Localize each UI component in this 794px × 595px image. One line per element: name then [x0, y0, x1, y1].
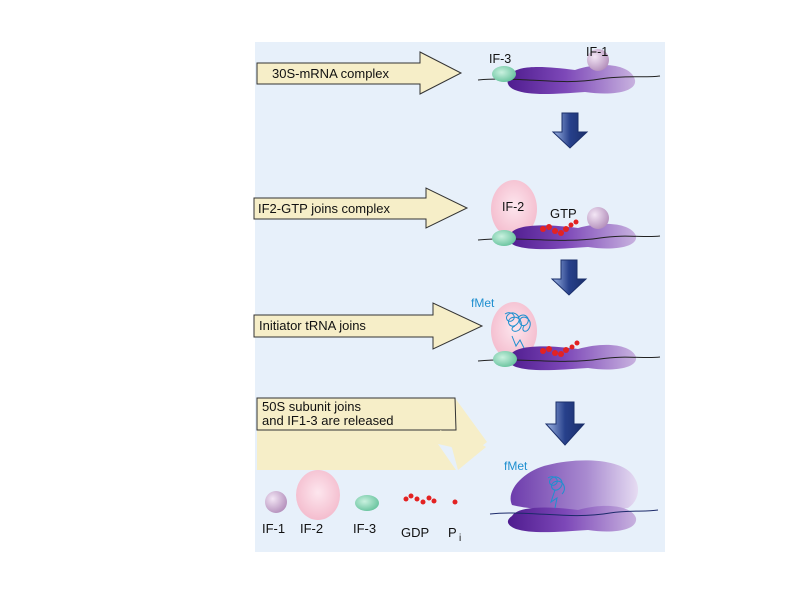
legend-pi-label: P — [448, 525, 457, 540]
legend-if3 — [355, 495, 379, 511]
legend-pi — [453, 500, 458, 505]
step-1-if3 — [492, 66, 516, 82]
legend-if2-label: IF-2 — [300, 521, 323, 536]
step-4-arrow-label-line1: 50S subunit joins — [262, 399, 362, 414]
step-1-arrow-label: 30S-mRNA complex — [272, 66, 390, 81]
step-3-arrow-label: Initiator tRNA joins — [259, 318, 366, 333]
step-3-if3 — [493, 351, 517, 367]
step-1-if1-label: IF-1 — [586, 45, 608, 59]
step-2-if3 — [492, 230, 516, 246]
ribosome-30s-subunit — [508, 506, 636, 532]
legend-pi-subscript: i — [459, 533, 461, 544]
legend-if2 — [296, 470, 340, 520]
step-2-if2-label: IF-2 — [502, 200, 524, 214]
legend-if1-label: IF-1 — [262, 521, 285, 536]
final-fmet-label: fMet — [504, 459, 528, 473]
step-2-arrow-label: IF2-GTP joins complex — [258, 201, 390, 216]
step-2-if1 — [587, 207, 609, 229]
legend-if3-label: IF-3 — [353, 521, 376, 536]
legend-if1 — [265, 491, 287, 513]
step-3-fmet-label: fMet — [471, 296, 495, 310]
step-2-gtp-label: GTP — [550, 206, 577, 221]
step-1-if3-label: IF-3 — [489, 52, 511, 66]
step-4-arrow-label-line2: and IF1-3 are released — [262, 413, 394, 428]
legend-gdp-label: GDP — [401, 525, 429, 540]
